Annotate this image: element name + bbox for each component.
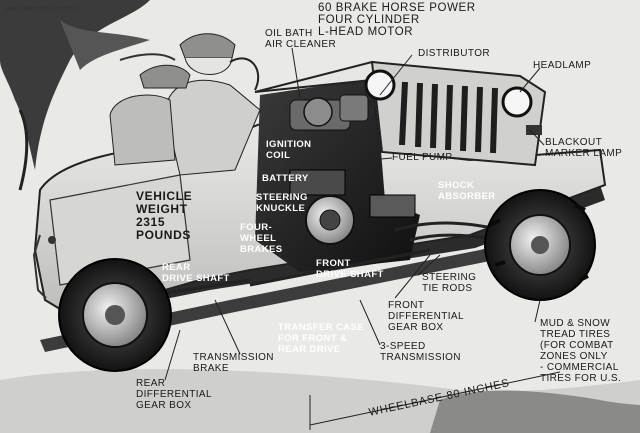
label-battery: BATTERY — [262, 173, 309, 184]
label-four-wheel-brakes: FOUR- WHEEL BRAKES — [240, 222, 283, 255]
label-air-cleaner: OIL BATH AIR CLEANER — [265, 28, 337, 50]
label-distributor: DISTRIBUTOR — [418, 48, 490, 59]
front-wheel — [484, 189, 596, 301]
wheelbase-line — [309, 371, 561, 430]
label-transfer-case: TRANSFER CASE FOR FRONT & REAR DRIVE — [278, 322, 364, 355]
label-blackout-marker-lamp: BLACKOUT MARKER LAMP — [545, 137, 623, 159]
soldiers — [109, 33, 261, 176]
label-engine: 60 BRAKE HORSE POWER FOUR CYLINDER L-HEA… — [318, 2, 476, 38]
label-vehicle-weight: VEHICLE WEIGHT 2315 POUNDS — [136, 189, 193, 242]
label-headlamp: HEADLAMP — [533, 60, 592, 71]
label-front-drive-shaft: FRONT DRIVE SHAFT — [316, 258, 384, 280]
label-rear-drive-shaft: REAR DRIVE SHAFT — [162, 262, 230, 284]
rear-wheel — [58, 258, 172, 372]
hood-and-grille — [254, 60, 547, 167]
label-rear-differential: REAR DIFFERENTIAL GEAR BOX — [136, 378, 212, 411]
label-steering-knuckle: STEERING KNUCKLE — [256, 192, 308, 214]
label-fuel-pump: FUEL PUMP — [392, 152, 453, 163]
ground-shadow — [0, 369, 640, 433]
background-tree — [0, 0, 176, 191]
callout-lines — [164, 47, 545, 381]
label-steering-tie-rods: STEERING TIE RODS — [422, 272, 477, 294]
label-3-speed-transmission: 3-SPEED TRANSMISSION — [380, 341, 461, 363]
watermark: www.jeepmuseum.com — [6, 6, 78, 13]
label-shock-absorber: SHOCK ABSORBER — [438, 180, 496, 202]
label-front-differential: FRONT DIFFERENTIAL GEAR BOX — [388, 300, 464, 333]
label-mud-snow-tires: MUD & SNOW TREAD TIRES (FOR COMBAT ZONES… — [540, 318, 622, 384]
label-ignition-coil: IGNITION COIL — [266, 139, 312, 161]
label-transmission-brake: TRANSMISSION BRAKE — [193, 352, 274, 374]
